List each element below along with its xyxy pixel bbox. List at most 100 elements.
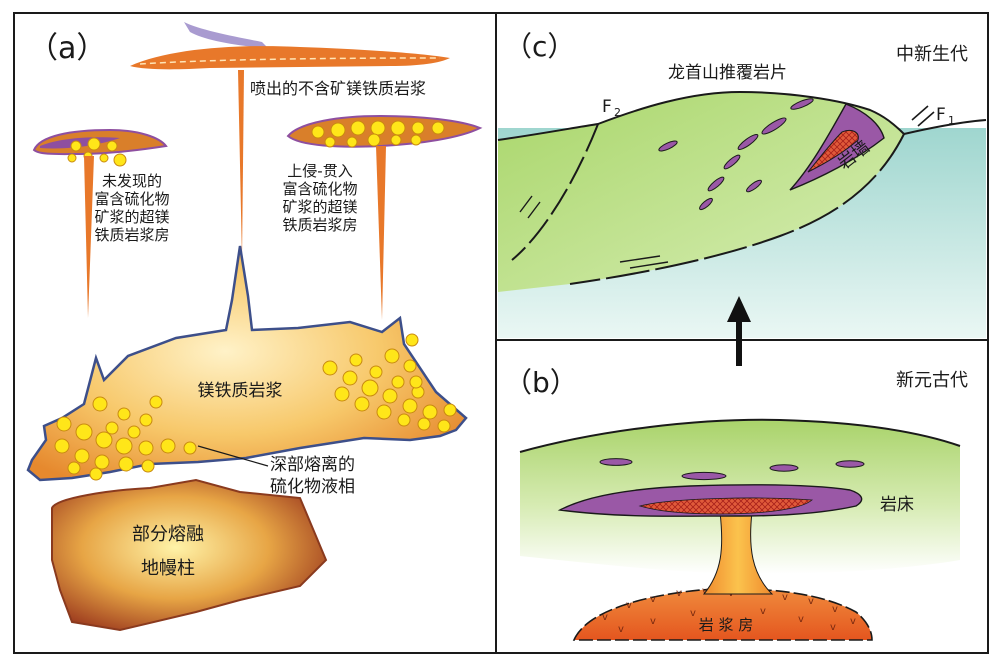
panel-b: （b） 新元古代 vvvvvvvvvvvvvvvvv 岩 浆 房 岩床 <box>504 366 968 641</box>
erupted-lava-dash <box>139 57 441 65</box>
deep-sulfide-drops <box>54 333 457 481</box>
sulfide-drop <box>127 425 141 439</box>
panel-b-era: 新元古代 <box>896 370 968 391</box>
sulfide-drop <box>95 431 113 449</box>
panel-a-label: （a） <box>28 31 106 66</box>
dyke-lenses <box>658 98 814 211</box>
sulfide-drop <box>443 403 457 417</box>
time-arrow <box>727 296 751 366</box>
chamber-texture-mark: v <box>626 600 632 611</box>
sulfide-drop <box>324 136 336 148</box>
sulfide-drop <box>405 333 419 347</box>
chamber-texture-mark: v <box>830 622 836 633</box>
erupted-vapor <box>184 22 268 48</box>
fault-f1-subscript: 1 <box>948 114 955 127</box>
sulfide-drop <box>149 395 163 409</box>
sulfide-drop <box>75 423 93 441</box>
sulfide-drop <box>92 396 108 412</box>
undiscovered-label-line1: 未发现的 <box>102 172 162 190</box>
mafic-magma-label: 镁铁质岩浆 <box>198 381 283 401</box>
undiscovered-conduit <box>84 156 94 318</box>
sulfide-drop <box>370 120 386 136</box>
basal-thrust-arrows <box>619 255 669 269</box>
sulfide-drop <box>160 438 176 454</box>
sulfide-drop <box>402 398 418 414</box>
deep-sulfide-label-line1: 深部熔离的 <box>270 455 355 475</box>
chamber-texture-mark: v <box>760 606 766 617</box>
sulfide-drop <box>437 419 451 433</box>
sulfide-drop <box>106 140 118 152</box>
thrust-sheet-body <box>498 92 904 292</box>
sulfide-drop <box>397 413 411 427</box>
intruded-label-line1: 上侵-贯入 <box>287 162 352 180</box>
intruded-label-line3: 矿浆的超镁 <box>282 198 357 216</box>
panel-b-label: （b） <box>504 366 578 399</box>
sulfide-drop <box>56 416 72 432</box>
dyke-sulfide-core <box>807 129 859 173</box>
sulfide-drop <box>322 360 338 376</box>
sulfide-drop <box>361 379 379 397</box>
sulfide-drop <box>67 153 77 163</box>
chamber-texture-mark: v <box>702 586 708 597</box>
chamber-texture-mark: v <box>618 624 624 635</box>
feeder-conduit <box>702 511 774 595</box>
sulfide-drop <box>113 153 127 167</box>
sulfide-drop <box>105 421 119 435</box>
sill-lenses <box>599 458 865 481</box>
intruded-label-line2: 富含硫化物 <box>282 180 357 198</box>
plume-label-line2: 地幔柱 <box>141 558 195 579</box>
sulfide-drop <box>431 121 445 135</box>
sulfide-drop <box>330 122 346 138</box>
f2-fault-arrows <box>519 195 541 219</box>
fault-f2-line <box>511 123 599 261</box>
sulfide-drop <box>350 120 366 136</box>
sulfide-drop <box>369 365 383 379</box>
sulfide-drop <box>94 454 110 470</box>
chamber-texture-mark: v <box>676 588 682 599</box>
mantle-plume <box>51 478 328 632</box>
chamber-texture-mark: v <box>850 616 856 627</box>
intruded-conduit <box>376 146 386 320</box>
sulfide-drop <box>89 467 103 481</box>
sulfide-drop <box>99 153 109 163</box>
sulfide-drop <box>422 404 438 420</box>
mafic-magma-body <box>26 245 468 482</box>
sulfide-drop <box>354 396 370 412</box>
plume-label-line1: 部分熔融 <box>132 524 204 545</box>
sulfide-drop <box>54 438 70 454</box>
sulfide-drop <box>117 407 131 421</box>
sulfide-drop <box>410 134 422 146</box>
deep-sulfide-leader <box>197 445 269 467</box>
fault-f2-subscript: 2 <box>614 106 621 119</box>
erupted-lava-flow <box>130 46 450 70</box>
sulfide-drop <box>334 386 350 402</box>
sulfide-drop <box>139 413 153 427</box>
sulfide-drop <box>342 370 358 386</box>
fault-f1-label: F <box>936 105 946 125</box>
sulfide-drop <box>403 359 417 373</box>
erupted-magma-label: 喷出的不含矿镁铁质岩浆 <box>250 79 426 98</box>
undiscovered-label-line2: 富含硫化物 <box>94 190 169 208</box>
chamber-texture-mark: v <box>782 592 788 603</box>
chamber-texture-mark: v <box>650 594 656 605</box>
sulfide-drop <box>138 440 154 456</box>
panel-c-label: （c） <box>504 30 575 63</box>
ground-surface-b <box>519 418 961 453</box>
sill-label: 岩床 <box>880 495 914 515</box>
undiscovered-label-line4: 铁质岩浆房 <box>94 226 169 244</box>
sulfide-drop <box>409 375 423 389</box>
thrust-sheet-label: 龙首山推覆岩片 <box>668 63 787 83</box>
f1-fault-arrows <box>911 105 935 127</box>
sulfide-drop <box>417 417 431 431</box>
sulfide-drop <box>87 137 101 151</box>
sulfide-drop <box>346 136 358 148</box>
panel-a: （a） 喷出的不含矿镁铁质岩浆 未发现的 富含硫化物 矿浆的超镁 铁质岩浆房 上… <box>26 22 483 632</box>
sulfide-drop <box>67 461 81 475</box>
sulfide-drop <box>115 437 133 455</box>
ground-surface <box>497 90 987 141</box>
sulfide-drop <box>390 120 406 136</box>
sulfide-drop <box>376 404 392 420</box>
undiscovered-chamber-sulfide-drops <box>67 137 127 167</box>
sulfide-drop <box>384 348 400 364</box>
